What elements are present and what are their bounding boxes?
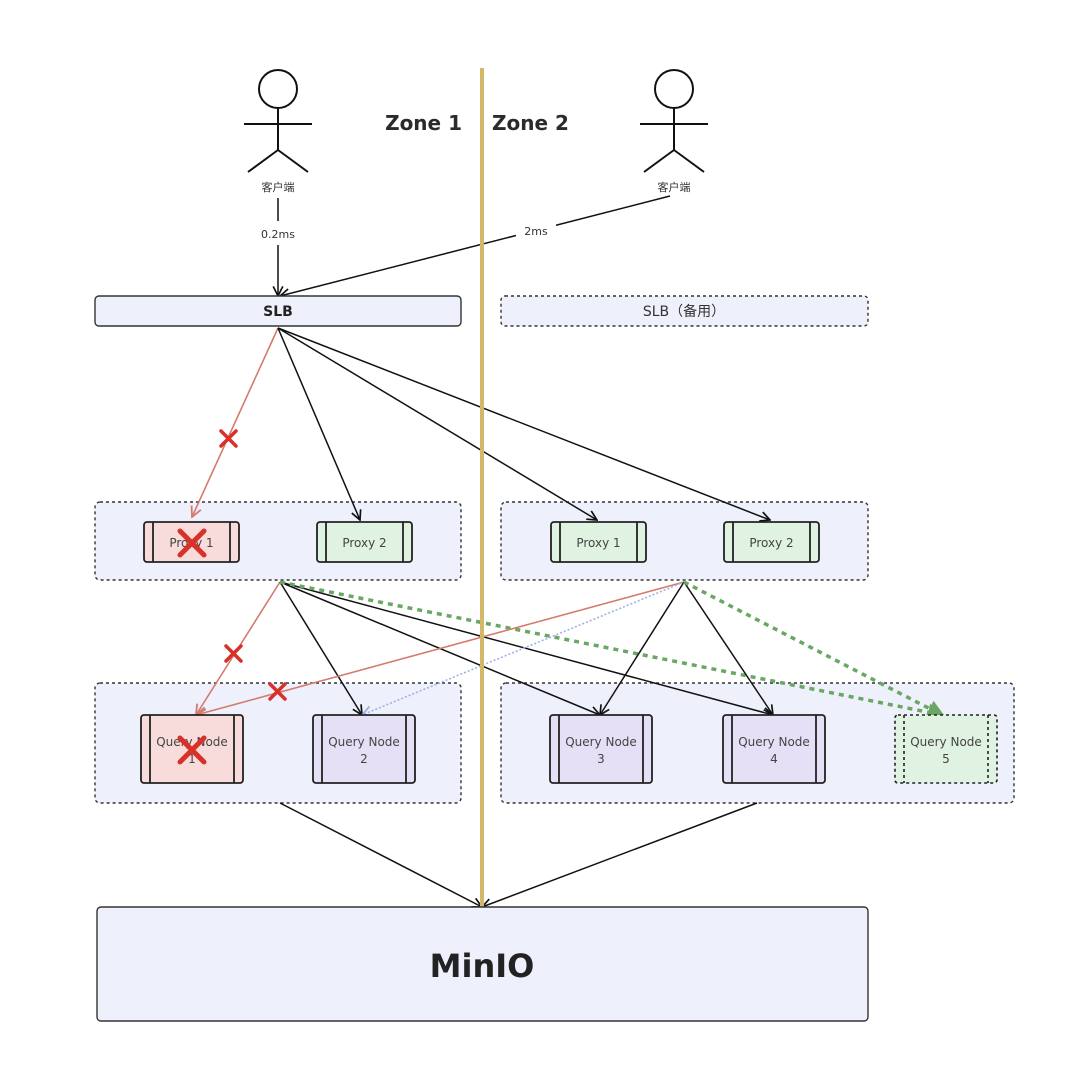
person-icon — [654, 69, 694, 109]
edge-slb-z1proxy2 — [277, 327, 360, 520]
latency-label-zone2: 2ms — [524, 225, 548, 238]
zone2-label: Zone 2 — [492, 111, 569, 135]
edge-slb-z2proxy2 — [277, 327, 770, 520]
edge-z1-qn5-new — [279, 580, 946, 721]
client-label: 客户端 — [658, 180, 691, 194]
cross-icon — [177, 528, 207, 558]
edge-z1-qn2 — [279, 581, 362, 715]
slb-backup: SLB（备用） — [500, 295, 869, 327]
latency-label-zone1: 0.2ms — [261, 228, 295, 241]
cross-icon — [224, 644, 243, 663]
slb-backup-label: SLB（备用） — [643, 303, 725, 320]
query-node-4: Query Node 4 — [722, 714, 826, 784]
query-node-2: Query Node 2 — [312, 714, 416, 784]
proxy-label: Proxy 2 — [342, 536, 386, 550]
query-node-label: Query Node — [328, 735, 400, 749]
client-label: 客户端 — [262, 180, 295, 194]
zone2-proxy-2: Proxy 2 — [723, 521, 820, 563]
minio-storage: MinIO — [96, 906, 869, 1022]
client-zone1: 客户端 — [244, 69, 312, 194]
zone2-proxy-1: Proxy 1 — [550, 521, 647, 563]
zone1-proxy-2: Proxy 2 — [316, 521, 413, 563]
query-node-number: 2 — [360, 752, 368, 766]
query-node-5: Query Node 5 — [894, 714, 998, 784]
proxy-label: Proxy 1 — [576, 536, 620, 550]
query-node-label: Query Node — [565, 735, 637, 749]
query-node-label: Query Node — [910, 735, 982, 749]
edge-z2-qn3 — [600, 581, 685, 715]
edge-slb-z2proxy1 — [277, 327, 597, 520]
edge-slb-z1proxy1-failed — [192, 327, 279, 517]
zone1-label: Zone 1 — [385, 111, 462, 135]
query-node-3: Query Node 3 — [549, 714, 653, 784]
query-node-number: 5 — [942, 752, 950, 766]
query-node-number: 4 — [770, 752, 778, 766]
query-node-label: Query Node — [738, 735, 810, 749]
edge-z2-qn5-new — [683, 580, 946, 717]
proxy-label: Proxy 2 — [749, 536, 793, 550]
query-node-number: 1 — [188, 752, 196, 766]
query-node-label: Query Node — [156, 735, 228, 749]
edge-z2-qn4 — [683, 581, 773, 715]
edge-z1-qn4 — [279, 581, 773, 715]
cross-icon — [219, 429, 238, 448]
cross-icon — [177, 735, 207, 765]
slb-primary-label: SLB — [263, 304, 293, 320]
edge-z2-minio — [482, 802, 758, 907]
query-node-number: 3 — [597, 752, 605, 766]
edge-client2-slb — [280, 195, 671, 296]
minio-label: MinIO — [430, 947, 535, 985]
edge-z1-minio — [279, 802, 482, 907]
person-icon — [258, 69, 298, 109]
slb-primary: SLB — [94, 295, 462, 327]
client-zone2: 客户端 — [640, 69, 708, 194]
cross-icon — [268, 682, 287, 701]
